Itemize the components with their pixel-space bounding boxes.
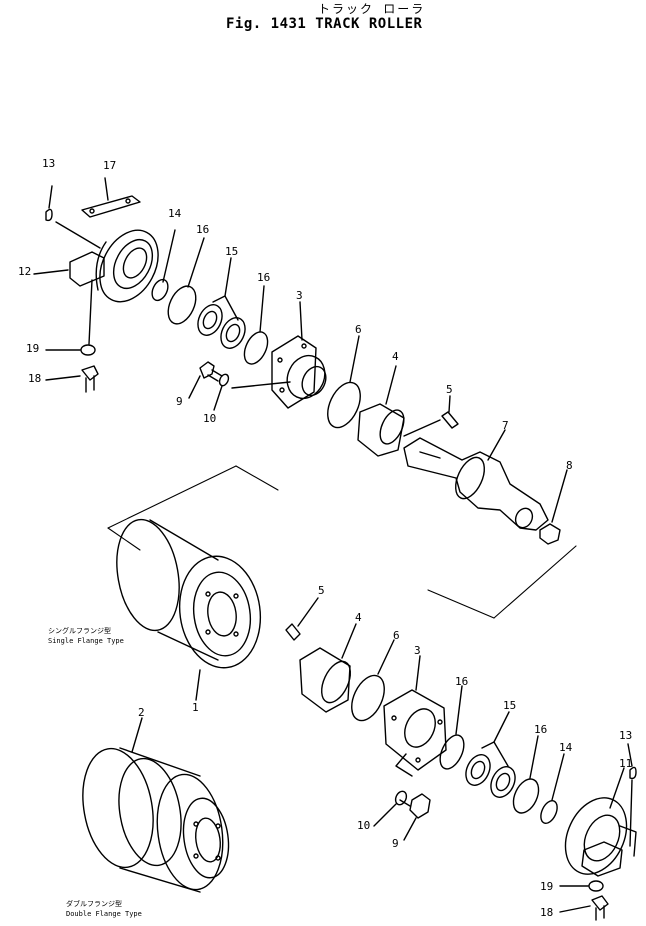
callout-9-lower: 9 (392, 837, 399, 850)
part-6-oring-lower (351, 639, 395, 722)
caption-single-flange-en: Single Flange Type (48, 637, 124, 645)
callout-8: 8 (566, 459, 573, 472)
part-12-collar (33, 221, 159, 303)
callout-16-upper-b: 16 (257, 271, 271, 284)
part-14-oring-upper (151, 229, 176, 302)
part-9-bolt-lower (399, 793, 431, 841)
part-4-bushing-upper (357, 365, 405, 457)
part-9-bolt-upper (188, 361, 223, 399)
caption-single-flange-jp: シングルフランジ型 (48, 627, 111, 635)
callout-3-lower: 3 (414, 644, 421, 657)
callout-3-upper: 3 (296, 289, 303, 302)
part-14-oring-lower (540, 753, 565, 824)
callout-13-upper: 13 (42, 157, 56, 170)
callout-16-upper-a: 16 (196, 223, 210, 236)
callout-17: 17 (103, 159, 117, 172)
callout-10-lower: 10 (357, 819, 371, 832)
part-19-washer-upper (45, 279, 96, 356)
part-6-oring-upper (327, 335, 361, 429)
callout-12: 12 (18, 265, 32, 278)
part-13-pin-upper (45, 185, 53, 222)
figure-title: Fig. 1431 TRACK ROLLER (226, 16, 423, 32)
callout-4-lower: 4 (355, 611, 362, 624)
part-2-double-flange-roller (82, 717, 230, 893)
callout-16-lower-a: 16 (455, 675, 469, 688)
callout-4-upper: 4 (392, 350, 399, 363)
part-17-plate (81, 177, 141, 218)
callout-5-lower: 5 (318, 584, 325, 597)
callout-13-lower: 13 (619, 729, 633, 742)
callout-14-lower: 14 (559, 741, 573, 754)
part-4-bushing-lower (299, 623, 357, 713)
part-15-seal-upper (197, 257, 246, 349)
callout-5-upper: 5 (446, 383, 453, 396)
callout-6-lower: 6 (393, 629, 400, 642)
figure-title-japanese: トラック ローラ (318, 2, 426, 16)
callout-15-lower: 15 (503, 699, 517, 712)
callout-11: 11 (619, 757, 633, 770)
callout-7: 7 (502, 419, 509, 432)
part-16-ring-lower-a (439, 685, 465, 770)
caption-double-flange-jp: ダブルフランジ型 (66, 900, 122, 908)
part-11-collar (564, 767, 637, 877)
callout-6-upper: 6 (355, 323, 362, 336)
part-5-pin-lower (285, 597, 319, 641)
part-18-bolt-upper (45, 365, 99, 393)
part-19-washer-lower (559, 880, 604, 892)
part-10-washer-lower (373, 790, 408, 827)
part-3-cover-lower (383, 655, 447, 777)
part-10-washer-upper (213, 373, 291, 411)
callout-19-lower: 19 (540, 880, 554, 893)
callout-18-upper: 18 (28, 372, 42, 385)
callout-1: 1 (192, 701, 199, 714)
part-8-plug (539, 469, 568, 545)
part-16-ring-upper-b (243, 285, 269, 365)
part-13-pin-lower (627, 743, 637, 847)
callout-16-lower-b: 16 (534, 723, 548, 736)
callout-19-upper: 19 (26, 342, 40, 355)
part-5-pin-upper (403, 395, 459, 437)
part-18-bolt-lower (559, 895, 609, 921)
callout-18-lower: 18 (540, 906, 554, 919)
callout-2: 2 (138, 706, 145, 719)
caption-double-flange-en: Double Flange Type (66, 910, 142, 918)
callout-15-upper: 15 (225, 245, 239, 258)
part-7-shaft (403, 429, 549, 531)
part-16-ring-lower-b (512, 735, 540, 814)
callout-10-upper: 10 (203, 412, 217, 425)
callout-14-upper: 14 (168, 207, 182, 220)
assembly-leader-frame (107, 465, 577, 619)
part-3-cover-upper (271, 301, 327, 409)
part-16-ring-upper-a (167, 237, 205, 325)
part-1-single-flange-roller (116, 518, 262, 701)
part-15-seal-lower (465, 711, 516, 798)
callout-9-upper: 9 (176, 395, 183, 408)
